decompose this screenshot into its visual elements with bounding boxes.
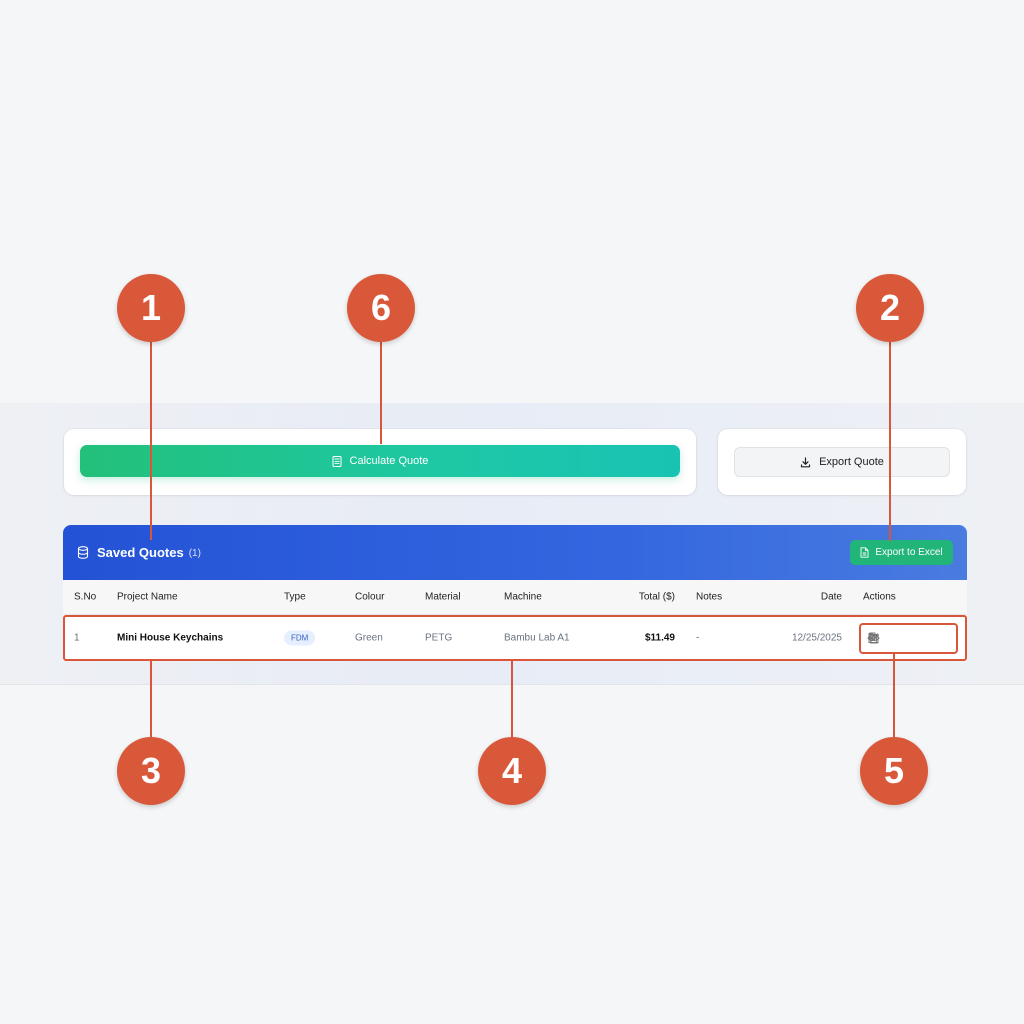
export-quote-label: Export Quote xyxy=(819,456,884,468)
callout-badge: 2 xyxy=(856,274,924,342)
trash-icon[interactable] xyxy=(867,632,880,645)
cell-total: $11.49 xyxy=(644,632,675,644)
cell-machine: Bambu Lab A1 xyxy=(504,632,570,644)
callout-line-6 xyxy=(380,341,382,444)
callout-line-4 xyxy=(511,661,513,737)
col-machine: Machine xyxy=(504,591,542,603)
export-quote-button[interactable]: Export Quote xyxy=(734,447,950,477)
col-project-name: Project Name xyxy=(117,591,178,603)
col-actions: Actions xyxy=(863,591,896,603)
col-total: Total ($) xyxy=(638,591,675,603)
export-to-excel-button[interactable]: Export to Excel xyxy=(850,540,953,565)
callout-badge: 3 xyxy=(117,737,185,805)
saved-quotes-header: Saved Quotes (1) Export to Excel xyxy=(63,525,967,580)
export-to-excel-label: Export to Excel xyxy=(875,547,943,558)
database-icon xyxy=(77,546,89,559)
download-icon xyxy=(800,456,811,467)
callout-badge: 5 xyxy=(860,737,928,805)
table-row[interactable]: 1 Mini House Keychains FDM Green PETG Ba… xyxy=(63,615,967,661)
col-notes: Notes xyxy=(696,591,723,603)
col-material: Material xyxy=(425,591,461,603)
callout-badge: 1 xyxy=(117,274,185,342)
calculate-quote-label: Calculate Quote xyxy=(349,455,429,467)
file-icon xyxy=(860,547,869,558)
callout-line-1 xyxy=(150,341,152,540)
cell-project-name: Mini House Keychains xyxy=(117,632,224,644)
table-header: S.No Project Name Type Colour Material M… xyxy=(63,580,967,615)
saved-quotes-count: (1) xyxy=(188,548,201,559)
cell-colour: Green xyxy=(355,632,383,644)
callout-line-5 xyxy=(893,654,895,737)
col-date: Date xyxy=(820,591,842,603)
callout-badge: 4 xyxy=(478,737,546,805)
cell-notes: - xyxy=(696,632,700,644)
col-sno: S.No xyxy=(74,591,97,603)
col-type: Type xyxy=(284,591,306,603)
saved-quotes-title: Saved Quotes xyxy=(97,545,184,560)
callout-line-3 xyxy=(150,661,152,737)
callout-line-2 xyxy=(889,341,891,541)
cell-sno: 1 xyxy=(74,632,80,644)
saved-quotes-panel: Saved Quotes (1) Export to Excel S.No Pr… xyxy=(63,525,967,661)
col-colour: Colour xyxy=(355,591,385,603)
cell-date: 12/25/2025 xyxy=(791,632,842,644)
cell-material: PETG xyxy=(425,632,453,644)
calculate-quote-button[interactable]: Calculate Quote xyxy=(80,445,680,477)
export-card: Export Quote xyxy=(718,429,966,495)
callout-badge: 6 xyxy=(347,274,415,342)
type-badge: FDM xyxy=(284,630,316,646)
calculator-icon xyxy=(332,455,342,467)
